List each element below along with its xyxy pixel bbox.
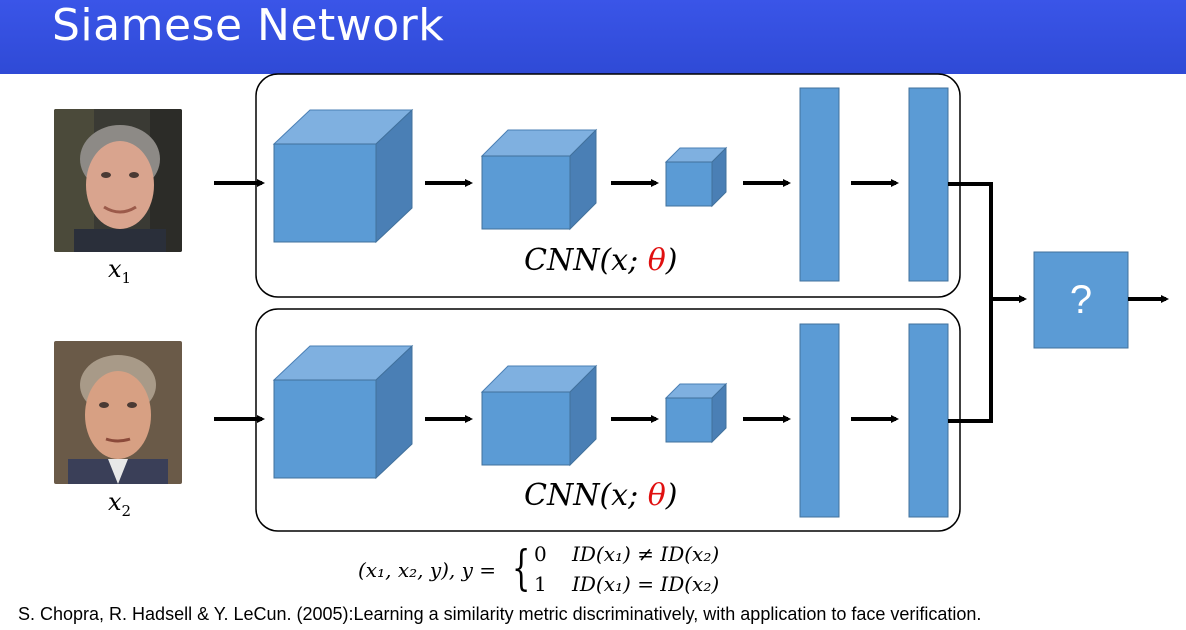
fc-layer-2 [908, 323, 949, 518]
face-photo-2 [54, 341, 182, 484]
formula-lhs: (x₁, x₂, y), y = [358, 558, 497, 582]
fc-layer-1 [799, 87, 840, 282]
conv-block-small [664, 146, 728, 208]
face-photo-1 [54, 109, 182, 252]
cnn-label-2: CNN(x; θ) [524, 478, 678, 513]
conv-block-medium [480, 364, 598, 467]
conv-block-small [664, 382, 728, 444]
cnn-branch-1 [214, 87, 949, 282]
cnn-label-1: CNN(x; θ) [524, 243, 678, 278]
input-label-x1: x1 [108, 255, 132, 287]
fc-layer-2 [908, 87, 949, 282]
conv-block-large [272, 344, 414, 480]
conv-block-medium [480, 128, 598, 231]
formula-brace: { [512, 540, 531, 596]
fc-layer-1 [799, 323, 840, 518]
input-label-x2: x2 [108, 488, 132, 520]
merge-connector [948, 182, 993, 423]
slide-title: Siamese Network [52, 0, 445, 51]
title-bar: Siamese Network [0, 0, 1186, 74]
cnn-branch-2 [214, 323, 949, 518]
comparator-label: ? [1069, 277, 1093, 322]
comparator-box [1033, 251, 1129, 349]
citation: S. Chopra, R. Hadsell & Y. LeCun. (2005)… [18, 604, 982, 624]
conv-block-large [272, 108, 414, 244]
